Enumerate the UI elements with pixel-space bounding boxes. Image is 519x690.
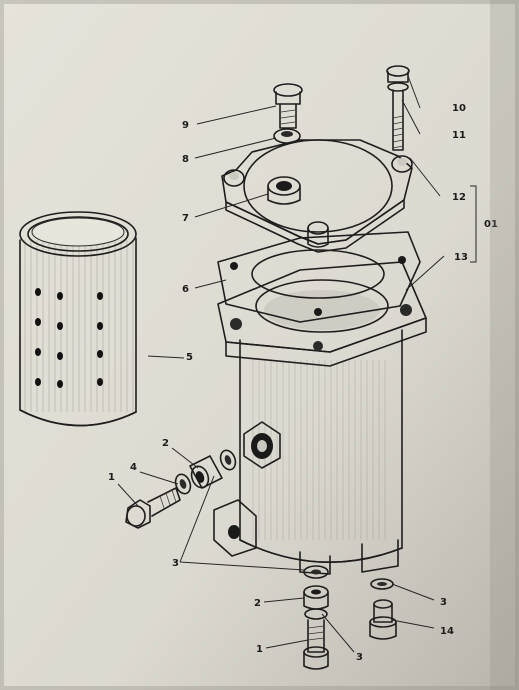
label-1-bottom: 1 xyxy=(256,644,263,655)
label-8: 8 xyxy=(182,154,189,165)
label-9: 9 xyxy=(182,120,189,131)
label-4: 4 xyxy=(130,462,137,473)
label-13: 13 xyxy=(454,252,468,263)
gasket xyxy=(217,231,421,323)
leader-lines xyxy=(117,75,477,653)
label-10: 10 xyxy=(452,103,466,114)
filter-housing xyxy=(213,261,427,575)
washer-side-3 xyxy=(219,449,237,471)
bottom-washer-3b xyxy=(304,608,328,620)
bottom-bolt-1 xyxy=(303,619,329,670)
bolt-top xyxy=(273,83,303,129)
long-bolt xyxy=(386,65,410,151)
label-6: 6 xyxy=(182,284,189,295)
label-14: 14 xyxy=(440,626,454,637)
bottom-union-nut-2 xyxy=(303,585,329,610)
plug-14 xyxy=(369,599,397,640)
label-3-right: 3 xyxy=(440,597,447,608)
label-1-side: 1 xyxy=(108,472,115,483)
filter-cartridge xyxy=(19,211,137,427)
label-11: 11 xyxy=(452,130,466,141)
side-bolt xyxy=(125,487,181,529)
label-2-side: 2 xyxy=(162,438,169,449)
label-12: 12 xyxy=(452,192,466,203)
label-7: 7 xyxy=(182,213,189,224)
label-2-bottom: 2 xyxy=(254,598,261,609)
label-3-side: 3 xyxy=(172,558,179,569)
bottom-washer-3a xyxy=(303,565,329,579)
label-3-bottom: 3 xyxy=(356,652,363,663)
washer-top xyxy=(273,128,301,144)
part-labels: 9 8 7 6 5 10 11 12 01 13 2 4 1 3 2 1 3 3… xyxy=(108,103,498,663)
label-5: 5 xyxy=(186,352,193,363)
cover-plate xyxy=(221,139,413,253)
label-01: 01 xyxy=(484,219,498,230)
washer-side-4 xyxy=(174,473,192,495)
